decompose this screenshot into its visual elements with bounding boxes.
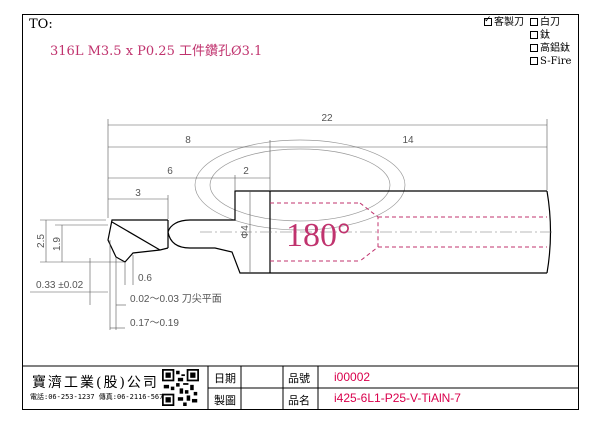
checkbox-icon[interactable] — [530, 31, 538, 39]
part-name-label: 品名 — [288, 394, 310, 407]
option-altin[interactable]: 高鋁鈦 — [530, 42, 571, 55]
dim-flat: 0.02～0.03 刀尖平面 — [130, 292, 222, 305]
qr-code-icon — [162, 369, 199, 406]
dim-14: 14 — [402, 135, 414, 146]
watermark-logo — [194, 139, 406, 231]
drawing-frame — [22, 14, 579, 410]
angle-marking: 180° — [286, 217, 351, 254]
company-contact: 電話:06-253-1237 傳真:06-2116-567 — [30, 393, 164, 401]
drawing-label: 製圖 — [214, 394, 236, 407]
checkbox-icon[interactable] — [530, 18, 538, 26]
customer-spec: 316L M3.5 x P0.25 工件鑽孔Ø3.1 — [50, 44, 263, 59]
dim-range: 0.17～0.19 — [130, 318, 179, 329]
dim-shank-dia: Φ4 — [240, 225, 251, 239]
option-custom[interactable]: 客製刀 — [484, 14, 571, 29]
dim-8: 8 — [185, 135, 191, 146]
part-name-value: i425-6L1-P25-V-TiAlN-7 — [334, 391, 461, 405]
checkbox-icon[interactable] — [530, 57, 538, 65]
dim-1-9: 1.9 — [52, 237, 63, 251]
option-plain[interactable]: 白刀 — [530, 16, 560, 29]
option-ti[interactable]: 鈦 — [530, 29, 571, 42]
title-block-lines — [22, 365, 579, 410]
coating-options: 客製刀 白刀 鈦 高鋁鈦 S-Fire — [484, 14, 571, 68]
checkbox-icon[interactable] — [530, 44, 538, 52]
hidden-flat-lines — [270, 202, 547, 262]
dim-2: 2 — [243, 166, 249, 177]
dim-0-6: 0.6 — [138, 273, 152, 284]
dim-3: 3 — [135, 188, 141, 199]
part-no-label: 品號 — [288, 372, 310, 385]
part-no-value: i00002 — [334, 370, 371, 384]
company-name: 寶濟工業(股)公司 — [32, 375, 159, 391]
dim-22: 22 — [321, 113, 333, 124]
date-label: 日期 — [214, 372, 236, 385]
checkbox-icon[interactable] — [484, 14, 492, 27]
option-sfire[interactable]: S-Fire — [530, 55, 571, 68]
dim-radius: 0.33 ±0.02 — [36, 280, 84, 291]
dim-2-5: 2.5 — [36, 234, 47, 248]
dimension-lines — [30, 119, 548, 330]
to-label: TO: — [29, 17, 53, 32]
dim-6: 6 — [167, 166, 173, 177]
